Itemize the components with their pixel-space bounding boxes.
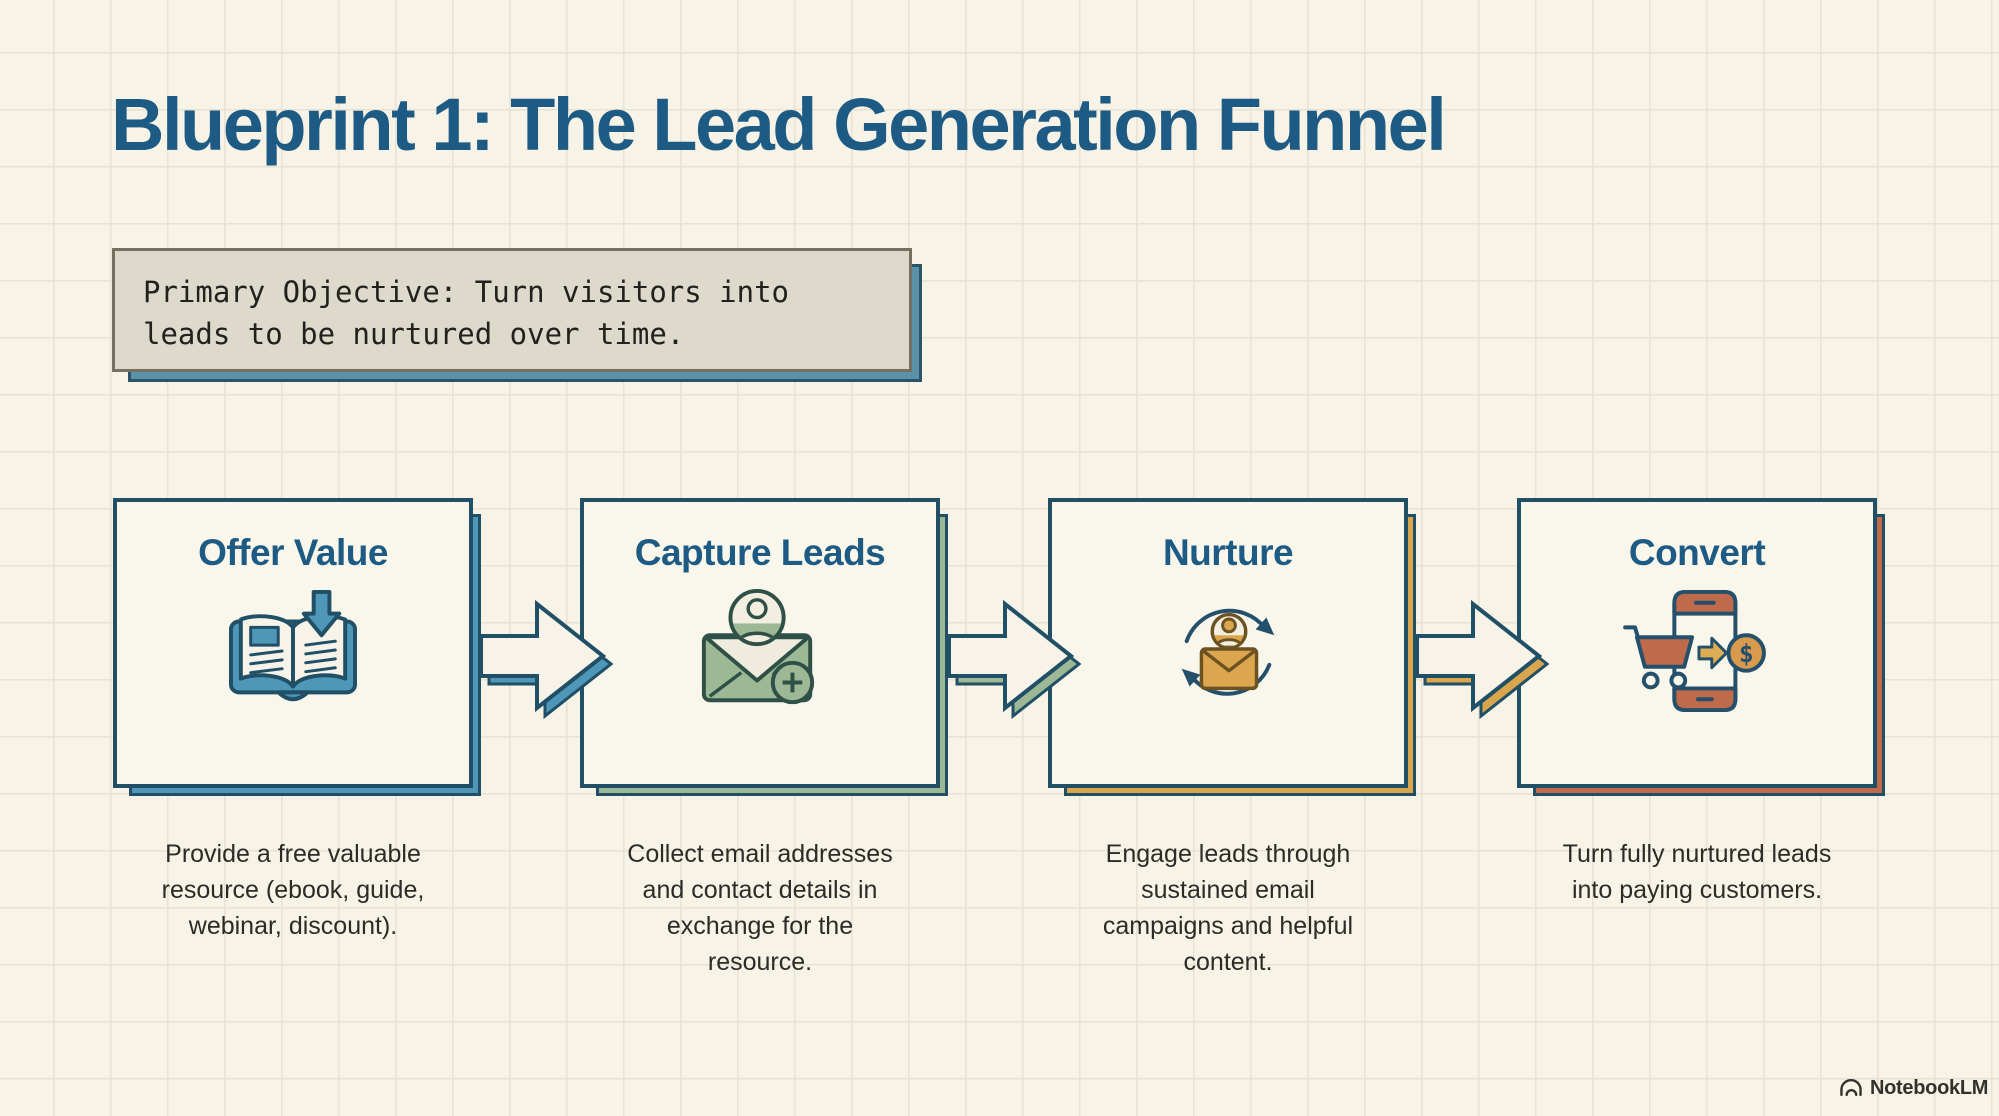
step-description: Collect email addresses and contact deta… xyxy=(627,840,893,976)
step-card-capture-leads: Capture Leads xyxy=(580,498,948,796)
arrow-right-icon xyxy=(1413,592,1550,720)
arrow-right-icon xyxy=(945,592,1082,720)
step-card-nurture: Nurture xyxy=(1048,498,1416,796)
notebooklm-branding: NotebookLM xyxy=(1838,1076,1988,1100)
step-title: Capture Leads xyxy=(634,532,886,573)
email-nurture-cycle-icon xyxy=(1052,588,1404,714)
mobile-checkout-icon: $ xyxy=(1521,588,1873,714)
step-description: Engage leads through sustained email cam… xyxy=(1102,840,1354,976)
objective-callout: Primary Objective: Turn visitors into le… xyxy=(112,248,922,382)
step-title: Nurture xyxy=(1162,532,1294,573)
arrow-right-icon xyxy=(477,592,614,720)
step-card-offer-value: Offer Value xyxy=(113,498,481,796)
notebooklm-logo-icon xyxy=(1838,1076,1864,1100)
step-description: Provide a free valuable resource (ebook,… xyxy=(161,840,425,940)
notebooklm-label: NotebookLM xyxy=(1870,1076,1989,1099)
objective-line-2: leads to be nurtured over time. xyxy=(143,317,685,351)
book-download-icon xyxy=(117,588,469,714)
objective-line-1: Primary Objective: Turn visitors into xyxy=(143,275,790,309)
step-card-convert: Convert $ xyxy=(1517,498,1885,796)
step-description: Turn fully nurtured leads into paying cu… xyxy=(1562,840,1832,904)
svg-text:$: $ xyxy=(1739,639,1754,668)
step-title: Offer Value xyxy=(198,532,388,573)
step-title: Convert xyxy=(1628,532,1766,573)
page-title: Blueprint 1: The Lead Generation Funnel xyxy=(111,83,1447,166)
email-new-contact-icon xyxy=(584,588,936,714)
